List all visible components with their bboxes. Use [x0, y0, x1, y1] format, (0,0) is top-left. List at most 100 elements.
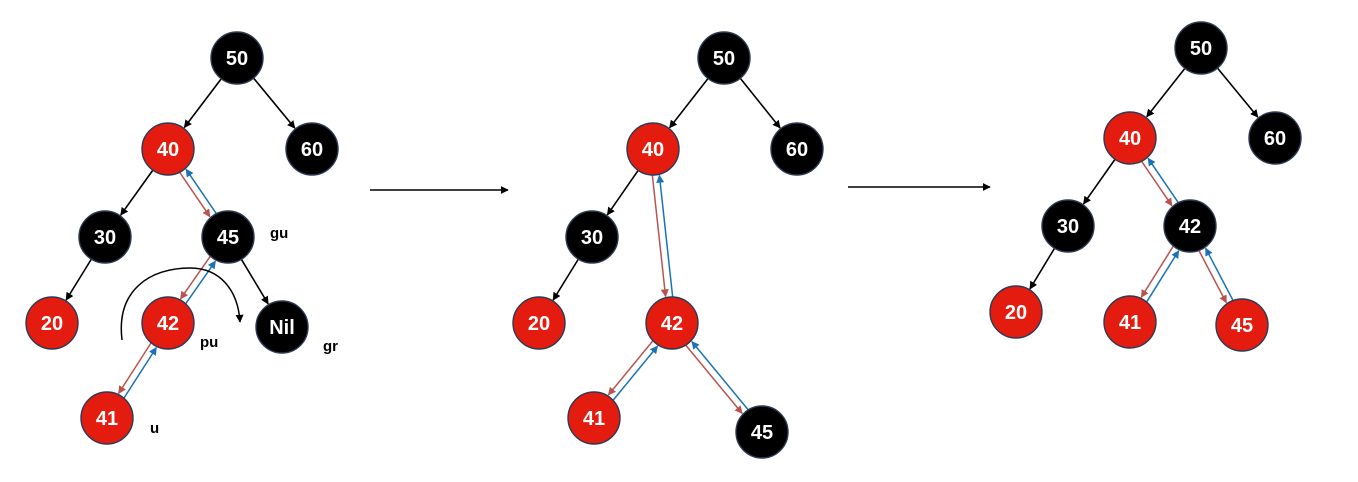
- step1-node-50: 50: [210, 31, 264, 85]
- step3-child-pointer-42-45: [1198, 250, 1228, 304]
- step1-node-42-label: 42: [157, 313, 179, 335]
- step2-node-42-circle: [645, 296, 699, 350]
- edges-layer: [65, 67, 1259, 305]
- step2-node-42: 42: [645, 296, 699, 350]
- step1-tag-u: u: [150, 420, 159, 437]
- step3-node-41: 41: [1103, 295, 1157, 349]
- step1-node-45: 45: [201, 210, 255, 264]
- step1-node-50-circle: [210, 31, 264, 85]
- step2-edge-50-60: [739, 77, 781, 129]
- step2-node-40: 40: [626, 122, 680, 176]
- step1-edge-30-20: [65, 258, 93, 301]
- step1-tag-pu: pu: [200, 334, 218, 351]
- step3-node-50: 50: [1174, 21, 1228, 75]
- step1-edge-40-30: [120, 169, 154, 216]
- step2-node-60: 60: [770, 122, 824, 176]
- step3-parent-pointer-45-42: [1204, 247, 1234, 301]
- step3-node-40: 40: [1103, 111, 1157, 165]
- step2-node-41-label: 41: [583, 408, 605, 430]
- step3-node-40-circle: [1103, 111, 1157, 165]
- step1-node-40-label: 40: [157, 139, 179, 161]
- step3-node-42-label: 42: [1179, 216, 1201, 238]
- step2-node-30-circle: [565, 210, 619, 264]
- step1-node-30-label: 30: [94, 227, 116, 249]
- step1-child-pointer-40-45: [179, 172, 211, 218]
- step2-node-41: 41: [567, 391, 621, 445]
- step1-node-50-label: 50: [226, 48, 248, 70]
- step3-node-60-label: 60: [1264, 128, 1286, 150]
- step3-edge-40-30: [1082, 158, 1116, 205]
- step2-node-45: 45: [735, 405, 789, 459]
- step3-node-45-label: 45: [1231, 315, 1253, 337]
- step1-child-pointer-42-41: [118, 342, 152, 395]
- step3-edge-50-60: [1216, 67, 1259, 118]
- step2-node-42-label: 42: [661, 313, 683, 335]
- pointer-arrows-layer: [118, 157, 1234, 415]
- step1-node-20: 20: [25, 296, 79, 350]
- step1-node-20-label: 20: [41, 313, 63, 335]
- step2-node-50: 50: [697, 31, 751, 85]
- step3-node-45-circle: [1215, 298, 1269, 352]
- step1-parent-pointer-45-40: [185, 168, 217, 214]
- step2-node-40-label: 40: [642, 139, 664, 161]
- step1-node-20-circle: [25, 296, 79, 350]
- step1-node-nil: Nil: [255, 300, 309, 354]
- step3-node-60-circle: [1248, 111, 1302, 165]
- step2-node-45-label: 45: [751, 422, 773, 444]
- step1-node-nil-circle: [255, 300, 309, 354]
- step3-node-20-circle: [989, 285, 1043, 339]
- step2-node-50-label: 50: [713, 48, 735, 70]
- step2-node-50-circle: [697, 31, 751, 85]
- step3-node-42: 42: [1163, 199, 1217, 253]
- step1-node-40-circle: [141, 122, 195, 176]
- step2-node-20: 20: [512, 296, 566, 350]
- step2-node-30: 30: [565, 210, 619, 264]
- step3-node-41-label: 41: [1119, 312, 1141, 334]
- step3-child-pointer-42-41: [1140, 245, 1174, 298]
- rotation-arrow: [120, 267, 244, 341]
- step3-node-30: 30: [1041, 199, 1095, 253]
- step2-parent-pointer-42-40: [656, 174, 674, 297]
- step3-node-30-label: 30: [1057, 216, 1079, 238]
- step2-node-30-label: 30: [581, 227, 603, 249]
- step1-tag-gr: gr: [323, 338, 338, 355]
- step2-node-40-circle: [626, 122, 680, 176]
- step2-parent-pointer-45-42: [691, 340, 749, 411]
- step1-edge-50-60: [252, 77, 296, 129]
- step3-edge-50-40: [1146, 67, 1186, 118]
- step1-node-nil-label: Nil: [269, 317, 295, 339]
- step1-parent-pointer-41-42: [123, 346, 157, 399]
- step2-edge-40-30: [606, 169, 639, 216]
- step1-node-42-circle: [141, 296, 195, 350]
- step3-node-60: 60: [1248, 111, 1302, 165]
- step1-node-30-circle: [78, 210, 132, 264]
- step3-node-45: 45: [1215, 298, 1269, 352]
- step2-edge-50-40: [668, 78, 709, 129]
- step3-node-50-label: 50: [1190, 38, 1212, 60]
- tags-layer: gu pu gr u: [150, 225, 338, 437]
- step1-node-60: 60: [285, 122, 339, 176]
- step1-parent-pointer-42-45: [185, 260, 217, 305]
- step1-edge-50-40: [183, 78, 222, 129]
- step1-node-41: 41: [80, 391, 134, 445]
- step2-child-pointer-42-41: [607, 340, 654, 396]
- step1-edge-45-nil: [240, 258, 269, 305]
- step2-node-45-circle: [735, 405, 789, 459]
- step3-node-42-circle: [1163, 199, 1217, 253]
- step2-child-pointer-40-42: [651, 175, 669, 298]
- step1-node-30: 30: [78, 210, 132, 264]
- step3-edge-30-20: [1029, 247, 1056, 290]
- step1-tag-gu: gu: [270, 225, 288, 242]
- step1-node-60-circle: [285, 122, 339, 176]
- step3-node-20-label: 20: [1005, 302, 1027, 324]
- step1-node-41-circle: [80, 391, 134, 445]
- step2-node-20-label: 20: [528, 313, 550, 335]
- step1-child-pointer-45-42: [179, 255, 211, 300]
- step3-child-pointer-40-42: [1141, 161, 1173, 207]
- step3-node-40-label: 40: [1119, 128, 1141, 150]
- step1-node-60-label: 60: [301, 139, 323, 161]
- step1-node-40: 40: [141, 122, 195, 176]
- step2-node-60-label: 60: [786, 139, 808, 161]
